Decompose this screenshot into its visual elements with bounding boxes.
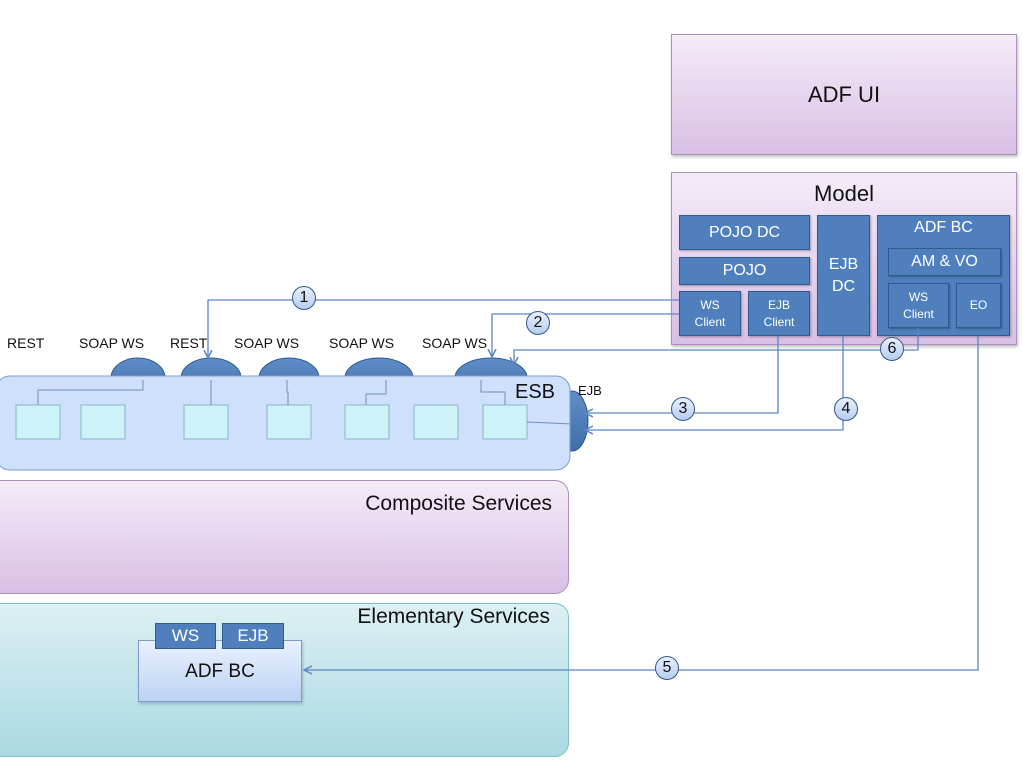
pojo-dc-box: POJO DC [679, 215, 810, 250]
am-vo-box: AM & VO [888, 248, 1001, 276]
esb-label: ESB [515, 381, 556, 403]
ws-client-box: WS Client [679, 291, 741, 336]
ejb-dc-box: EJB DC [817, 215, 870, 336]
ws-tab: WS [155, 623, 216, 649]
connection-number-2: 2 [526, 311, 550, 335]
connection-number-6: 6 [880, 337, 904, 361]
composite-services-label: Composite Services [365, 492, 552, 515]
connector-4 [585, 336, 844, 430]
connector-2 [492, 313, 679, 357]
ejb-client-box: EJB Client [748, 291, 810, 336]
model-title: Model [814, 181, 874, 206]
adfbc-ws-client-box: WS Client [888, 283, 949, 328]
adf-bc-service: ADF BC [138, 640, 302, 702]
elementary-services-layer [0, 603, 569, 757]
ejb-tab: EJB [222, 623, 284, 649]
service-cube [15, 404, 61, 440]
endpoint-label-soap-4: SOAP WS [422, 335, 488, 351]
eo-box: EO [956, 283, 1001, 328]
connector-3 [585, 336, 779, 413]
adf-bc-model-label: ADF BC [914, 219, 973, 236]
composite-services-layer [0, 480, 569, 594]
adf-bc-service-label: ADF BC [185, 661, 255, 682]
connection-number-1: 1 [292, 286, 316, 310]
connector-5 [304, 336, 979, 670]
endpoint-label-soap-1: SOAP WS [79, 335, 145, 351]
connector-6 [514, 328, 919, 365]
service-cube [344, 404, 390, 440]
endpoint-label-rest-1: REST [7, 335, 45, 351]
service-cube [80, 404, 126, 440]
adf-ui-layer: ADF UI [671, 34, 1017, 155]
pojo-box: POJO [679, 257, 810, 285]
endpoint-label-rest-2: REST [170, 335, 208, 351]
elementary-services-label: Elementary Services [357, 605, 550, 628]
connector-1 [208, 299, 679, 358]
endpoint-label-soap-3: SOAP WS [329, 335, 395, 351]
adf-ui-label: ADF UI [807, 81, 881, 107]
service-cube [482, 404, 528, 440]
endpoint-label-soap-2: SOAP WS [234, 335, 300, 351]
esb-internal-wiring [37, 380, 573, 425]
connection-number-4: 4 [834, 397, 858, 421]
connection-number-3: 3 [671, 397, 695, 421]
service-cube [183, 404, 229, 440]
connection-number-5: 5 [655, 656, 679, 680]
ejb-endpoint-label: EJB [578, 383, 602, 398]
service-cube [413, 404, 459, 440]
service-cube [266, 404, 312, 440]
